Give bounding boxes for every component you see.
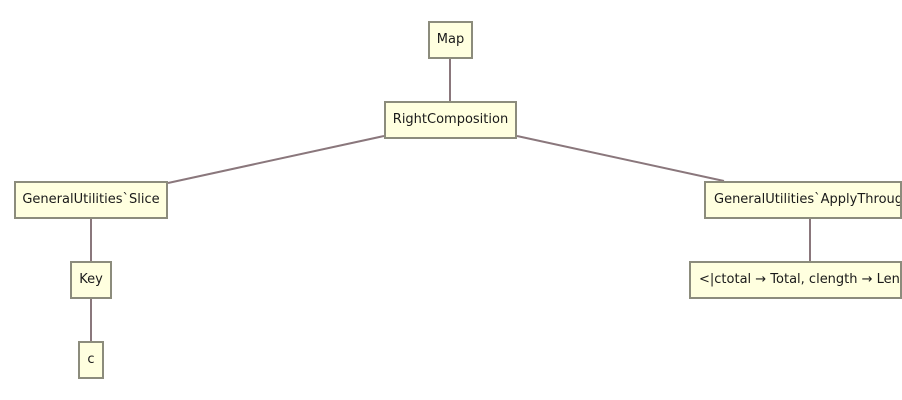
node-right-composition: RightComposition xyxy=(384,101,517,139)
node-map: Map xyxy=(428,21,473,59)
node-apply-through: GeneralUtilities`ApplyThrough xyxy=(704,181,902,219)
node-association: <|ctotal → Total, clength → Length|> xyxy=(689,261,902,299)
node-c: c xyxy=(78,341,104,379)
edge-right-composition-to-slice xyxy=(167,135,385,184)
node-slice: GeneralUtilities`Slice xyxy=(14,181,168,219)
node-key: Key xyxy=(70,261,112,299)
edge-right-composition-to-apply-through xyxy=(516,135,725,182)
